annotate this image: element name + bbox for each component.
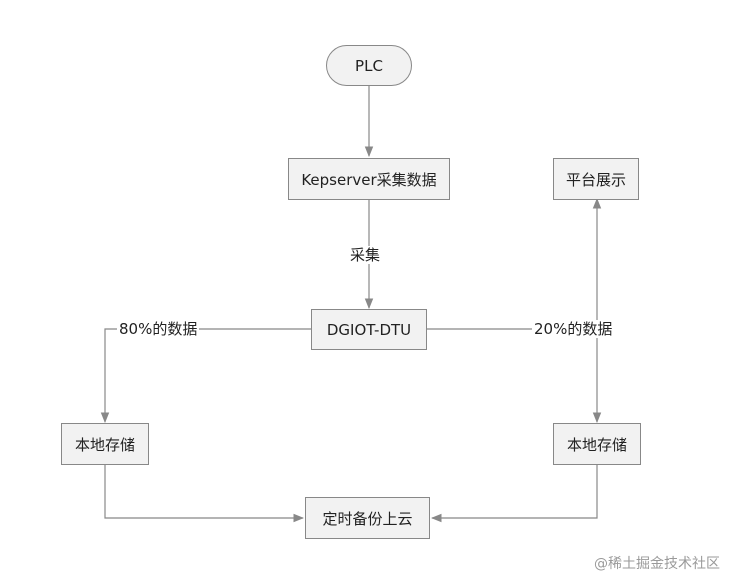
cloud-backup-node: 定时备份上云 [305, 497, 430, 539]
dgiot-dtu-node: DGIOT-DTU [311, 309, 427, 350]
local-storage-right-node: 本地存储 [553, 423, 641, 465]
edge-dtu-to-right-storage [427, 328, 602, 424]
edge-dtu-to-left-storage [100, 328, 311, 424]
local-storage-left-node: 本地存储 [61, 423, 149, 465]
edge-label-20-percent: 20%的数据 [532, 320, 615, 338]
edge-label-80-percent: 80%的数据 [117, 320, 200, 338]
plc-node: PLC [326, 45, 412, 86]
kepserver-node: Kepserver采集数据 [288, 158, 450, 200]
platform-display-node: 平台展示 [553, 158, 639, 200]
watermark: @稀土掘金技术社区 [594, 556, 720, 572]
edge-right-storage-to-cloud [430, 464, 598, 523]
edge-left-storage-to-cloud [104, 464, 305, 523]
edge-label-collect: 采集 [348, 246, 383, 264]
